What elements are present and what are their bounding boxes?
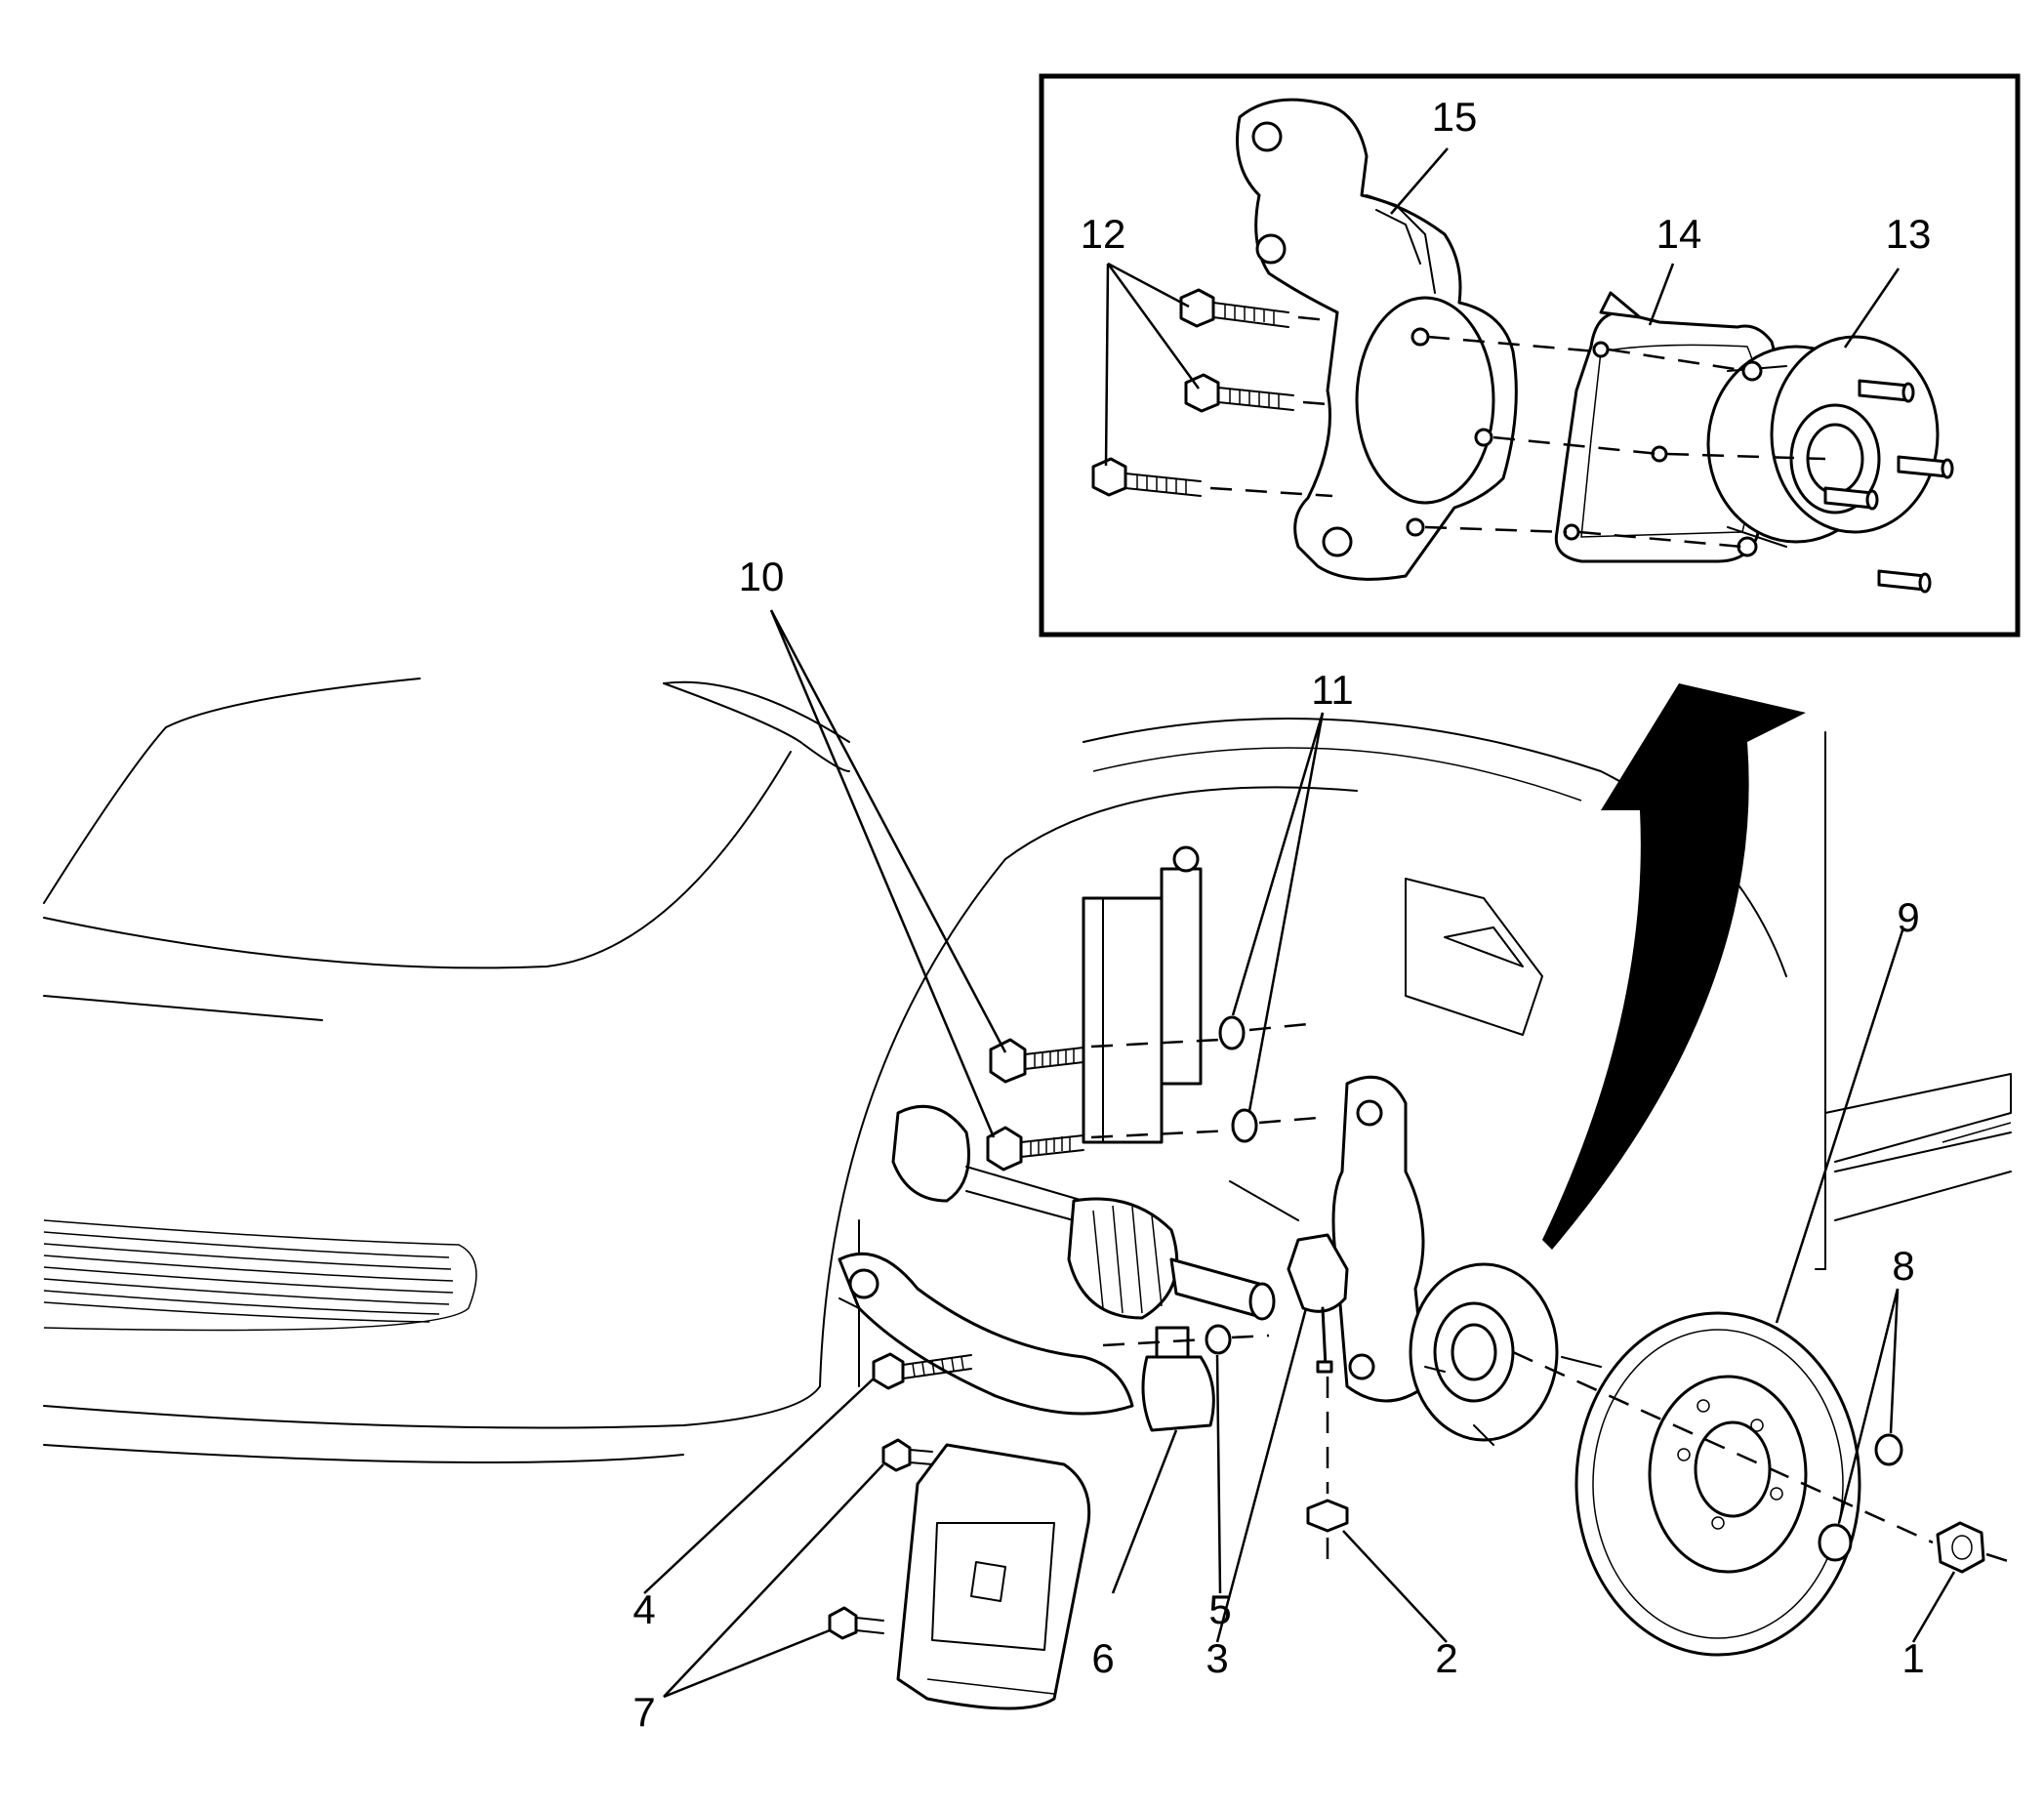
vehicle-body bbox=[43, 678, 1358, 1463]
callout-15: 15 bbox=[1432, 94, 1478, 140]
caliper-bolt-lower bbox=[828, 1606, 884, 1640]
callouts: 1 2 3 4 5 6 7 8 9 10 11 12 13 14 15 bbox=[633, 94, 1931, 1735]
tie-rod-nut bbox=[1306, 1499, 1349, 1533]
callout-13: 13 bbox=[1886, 211, 1932, 257]
inset-bolt-1 bbox=[1179, 288, 1289, 328]
caliper-bolt-upper bbox=[881, 1438, 933, 1472]
callout-5: 5 bbox=[1208, 1586, 1231, 1632]
axle-nut bbox=[1936, 1521, 1985, 1574]
inset-bolt-3 bbox=[1091, 457, 1202, 497]
strut-nut-upper bbox=[1218, 1015, 1246, 1050]
curved-arrow bbox=[1542, 683, 1806, 1250]
inset-knuckle bbox=[1236, 98, 1518, 581]
callout-14: 14 bbox=[1656, 211, 1702, 257]
brake-rotor bbox=[1574, 1311, 1861, 1657]
control-arm-bolt bbox=[872, 1352, 972, 1390]
strut-bolt-lower bbox=[986, 1126, 1084, 1172]
drive-axle bbox=[891, 1104, 1299, 1321]
hub-washer-lower bbox=[1818, 1523, 1853, 1562]
inset-hub bbox=[1706, 335, 1954, 594]
steering-knuckle bbox=[1331, 1075, 1427, 1403]
callout-2: 2 bbox=[1435, 1635, 1457, 1681]
callout-12: 12 bbox=[1081, 211, 1126, 257]
callout-9: 9 bbox=[1897, 894, 1919, 940]
callout-6: 6 bbox=[1091, 1635, 1114, 1681]
callout-7: 7 bbox=[633, 1689, 655, 1735]
brake-caliper bbox=[896, 1443, 1091, 1710]
hub-washer-upper bbox=[1874, 1433, 1903, 1466]
callout-1: 1 bbox=[1901, 1635, 1924, 1681]
strut-nut-lower bbox=[1231, 1108, 1258, 1143]
callout-8: 8 bbox=[1892, 1243, 1914, 1289]
front-grille bbox=[43, 1219, 477, 1332]
ball-joint-nut bbox=[1205, 1324, 1232, 1355]
callout-3: 3 bbox=[1206, 1635, 1228, 1681]
callout-11: 11 bbox=[1311, 667, 1354, 713]
leader-lines bbox=[643, 147, 1956, 1699]
callout-10: 10 bbox=[739, 554, 785, 599]
hub-bearing bbox=[1409, 1262, 1602, 1446]
wheel-well bbox=[1083, 718, 2012, 1270]
inset-detail-view bbox=[1039, 73, 2021, 638]
lower-control-arm bbox=[838, 1252, 1134, 1416]
callout-4: 4 bbox=[633, 1586, 655, 1632]
strut-bracket bbox=[1082, 845, 1203, 1144]
tie-rod-end bbox=[1287, 1233, 1349, 1374]
strut-bolt-upper bbox=[989, 1038, 1084, 1084]
